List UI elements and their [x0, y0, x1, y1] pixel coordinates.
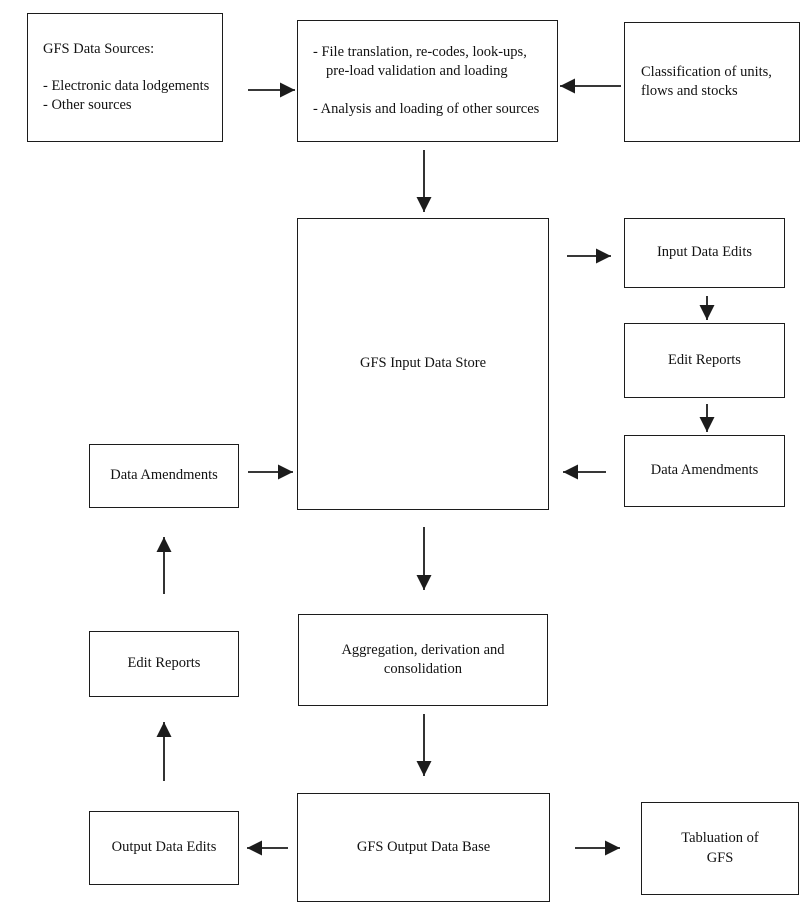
- box-label: Data Amendments: [650, 462, 759, 479]
- box-aggregation-derivation: Aggregation, derivation and consolidatio…: [298, 614, 548, 706]
- box-label: Data Amendments: [110, 467, 218, 484]
- box-label: Output Data Edits: [111, 839, 217, 856]
- box-label-line: Tabluation of: [681, 830, 759, 847]
- box-gfs-data-sources: GFS Data Sources: - Electronic data lodg…: [27, 13, 223, 142]
- box-edit-reports-left: Edit Reports: [89, 631, 239, 697]
- box-gfs-input-data-store: GFS Input Data Store: [297, 218, 549, 510]
- box-classification: Classification of units, flows and stock…: [624, 22, 800, 142]
- box-edit-reports-right: Edit Reports: [624, 323, 785, 398]
- box-label: Edit Reports: [668, 351, 741, 368]
- box-input-data-edits: Input Data Edits: [624, 218, 785, 288]
- box-list-item: - Analysis and loading of other sources: [313, 100, 540, 117]
- box-label: Aggregation, derivation and consolidatio…: [341, 641, 505, 677]
- box-data-amendments-left: Data Amendments: [89, 444, 239, 508]
- box-gfs-output-data-base: GFS Output Data Base: [297, 793, 550, 902]
- box-title: GFS Data Sources:: [43, 40, 155, 57]
- box-output-data-edits: Output Data Edits: [89, 811, 239, 885]
- box-label: GFS Input Data Store: [359, 355, 487, 372]
- box-label: GFS Output Data Base: [356, 838, 491, 855]
- box-label: Input Data Edits: [656, 244, 753, 261]
- box-label: Classification of units, flows and stock…: [641, 63, 772, 99]
- box-data-amendments-right: Data Amendments: [624, 435, 785, 507]
- box-file-translation-loading: - File translation, re-codes, look-ups, …: [297, 20, 558, 142]
- box-list-item: - Other sources: [43, 97, 132, 114]
- box-list-item: - File translation, re-codes, look-ups, …: [313, 44, 527, 80]
- box-label-line: GFS: [706, 849, 734, 866]
- box-tabulation-of-gfs: Tabluation of GFS: [641, 802, 799, 895]
- box-label: Edit Reports: [127, 655, 201, 672]
- box-list-item: - Electronic data lodgements: [43, 77, 210, 94]
